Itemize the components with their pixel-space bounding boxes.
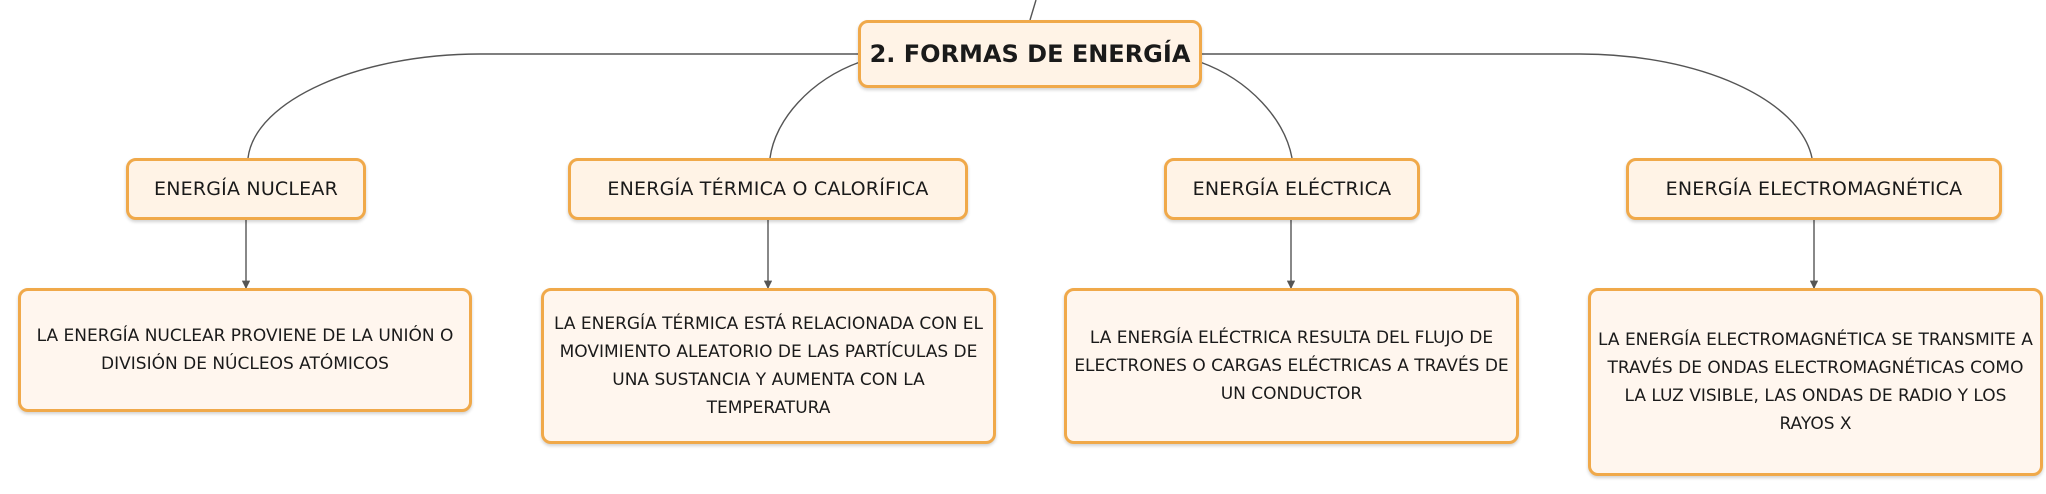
branch-electrica[interactable]: ENERGÍA ELÉCTRICA [1164,158,1420,220]
branch-termica-title: ENERGÍA TÉRMICA O CALORÍFICA [607,178,929,200]
incoming-connector [1029,0,1037,21]
connector-root-electromagnetica [1200,53,1813,159]
desc-electromagnetica[interactable]: LA ENERGÍA ELECTROMAGNÉTICA SE TRANSMITE… [1588,288,2043,476]
desc-termica-text: LA ENERGÍA TÉRMICA ESTÁ RELACIONADA CON … [553,314,984,418]
root-label: 2. FORMAS DE ENERGÍA [869,40,1191,68]
connector-root-nuclear [247,53,860,159]
branch-electromagnetica-title: ENERGÍA ELECTROMAGNÉTICA [1665,178,1963,200]
desc-nuclear[interactable]: LA ENERGÍA NUCLEAR PROVIENE DE LA UNIÓN … [18,288,472,412]
connector-root-electrica [1199,61,1293,159]
branch-electrica-title: ENERGÍA ELÉCTRICA [1192,178,1392,200]
branch-termica[interactable]: ENERGÍA TÉRMICA O CALORÍFICA [568,158,968,220]
desc-electrica[interactable]: LA ENERGÍA ELÉCTRICA RESULTA DEL FLUJO D… [1064,288,1519,444]
root-node[interactable]: 2. FORMAS DE ENERGÍA [858,20,1202,88]
desc-electromagnetica-text: LA ENERGÍA ELECTROMAGNÉTICA SE TRANSMITE… [1598,330,2033,434]
connector-root-termica [769,61,861,159]
desc-electrica-text: LA ENERGÍA ELÉCTRICA RESULTA DEL FLUJO D… [1074,328,1509,404]
branch-electromagnetica[interactable]: ENERGÍA ELECTROMAGNÉTICA [1626,158,2002,220]
desc-nuclear-text: LA ENERGÍA NUCLEAR PROVIENE DE LA UNIÓN … [36,326,454,374]
branch-nuclear-title: ENERGÍA NUCLEAR [154,178,338,200]
desc-termica[interactable]: LA ENERGÍA TÉRMICA ESTÁ RELACIONADA CON … [541,288,996,444]
branch-nuclear[interactable]: ENERGÍA NUCLEAR [126,158,366,220]
